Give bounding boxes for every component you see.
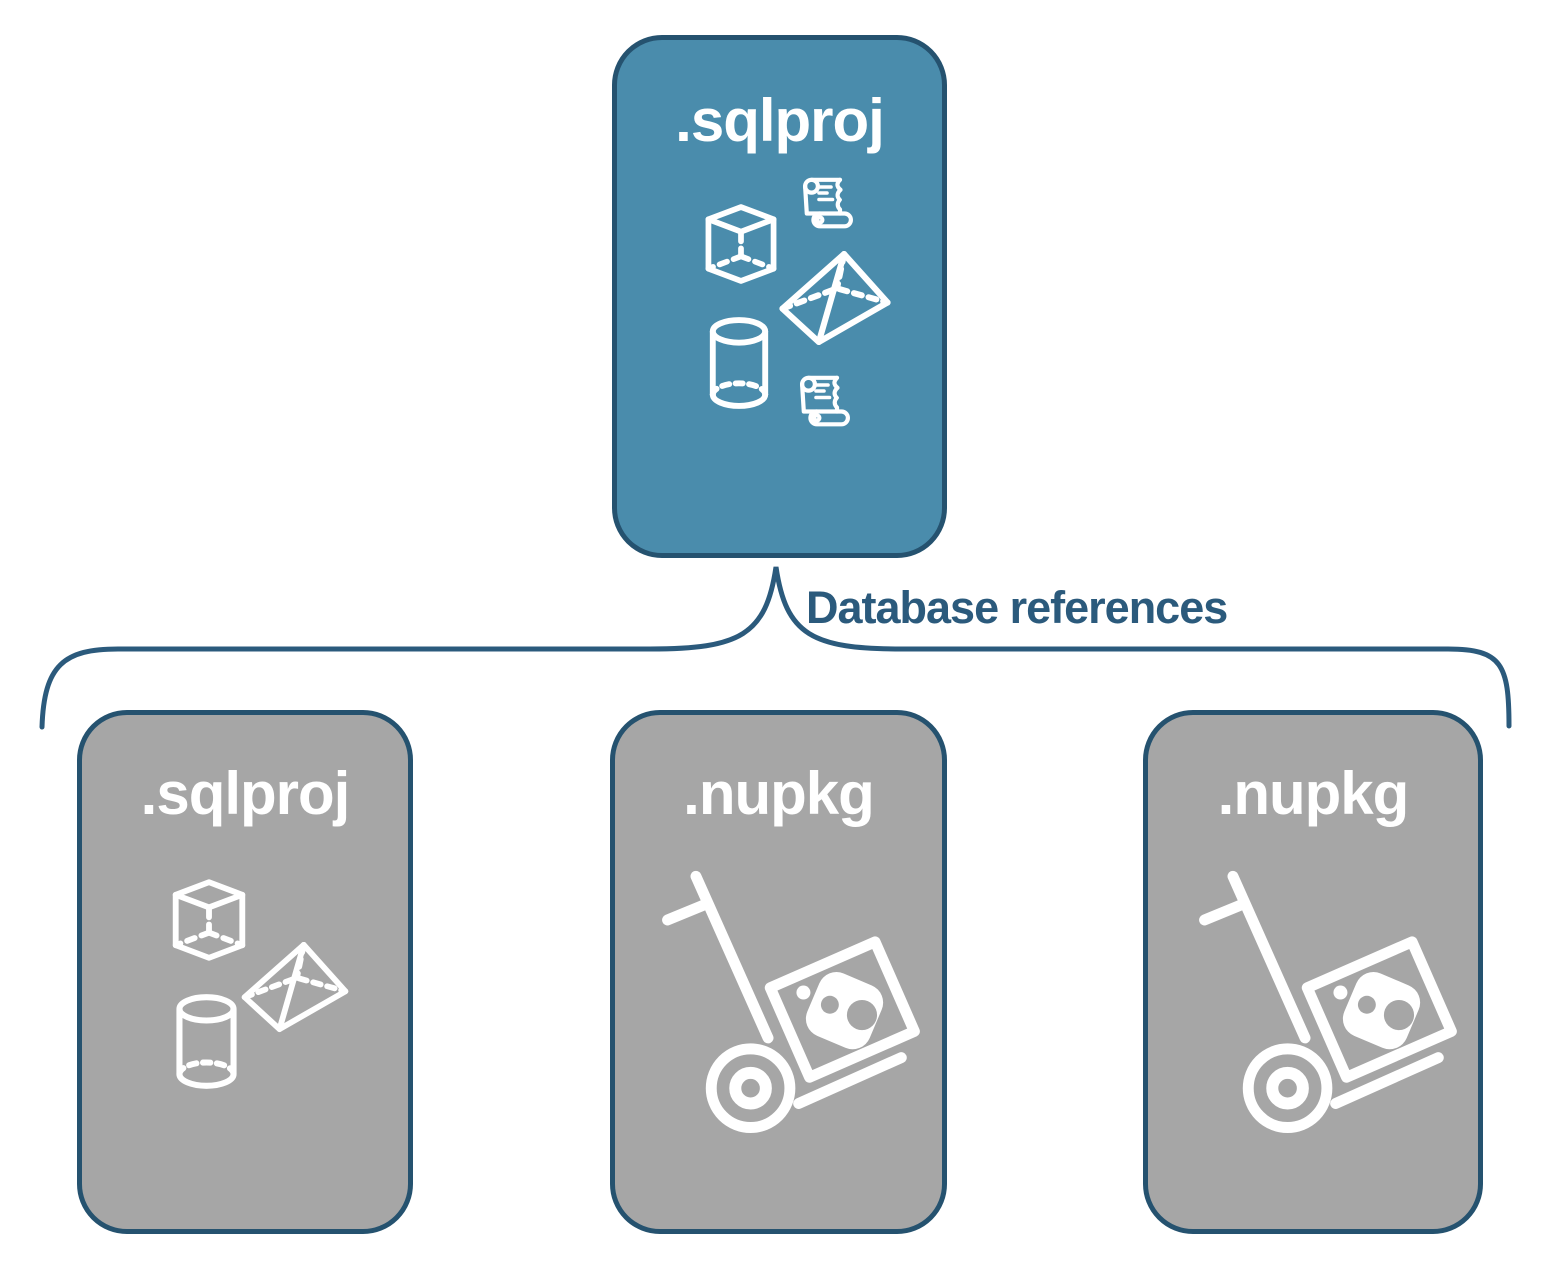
child-node-label: .nupkg xyxy=(683,760,875,827)
pyramid-icon xyxy=(773,250,897,346)
child-node-nupkg-2: .nupkg xyxy=(1143,710,1483,1234)
nuget-package-hand-truck-icon xyxy=(661,861,945,1145)
cylinder-icon xyxy=(168,993,245,1090)
pyramid-icon xyxy=(238,941,352,1033)
scroll-icon xyxy=(792,370,856,434)
nuget-package-hand-truck-icon xyxy=(1198,861,1482,1145)
root-node-sqlproj: .sqlproj xyxy=(612,35,947,558)
connector-label: Database references xyxy=(806,582,1228,633)
brace-connector xyxy=(39,566,1512,730)
child-node-label: .sqlproj xyxy=(140,760,351,827)
cylinder-icon xyxy=(702,316,776,410)
root-node-label: .sqlproj xyxy=(675,87,885,154)
child-node-label: .nupkg xyxy=(1217,760,1410,827)
child-node-sqlproj: .sqlproj xyxy=(77,710,413,1234)
scroll-icon xyxy=(795,172,859,236)
cube-icon xyxy=(697,200,785,288)
child-node-nupkg-1: .nupkg xyxy=(610,710,947,1234)
cube-icon xyxy=(164,875,254,965)
